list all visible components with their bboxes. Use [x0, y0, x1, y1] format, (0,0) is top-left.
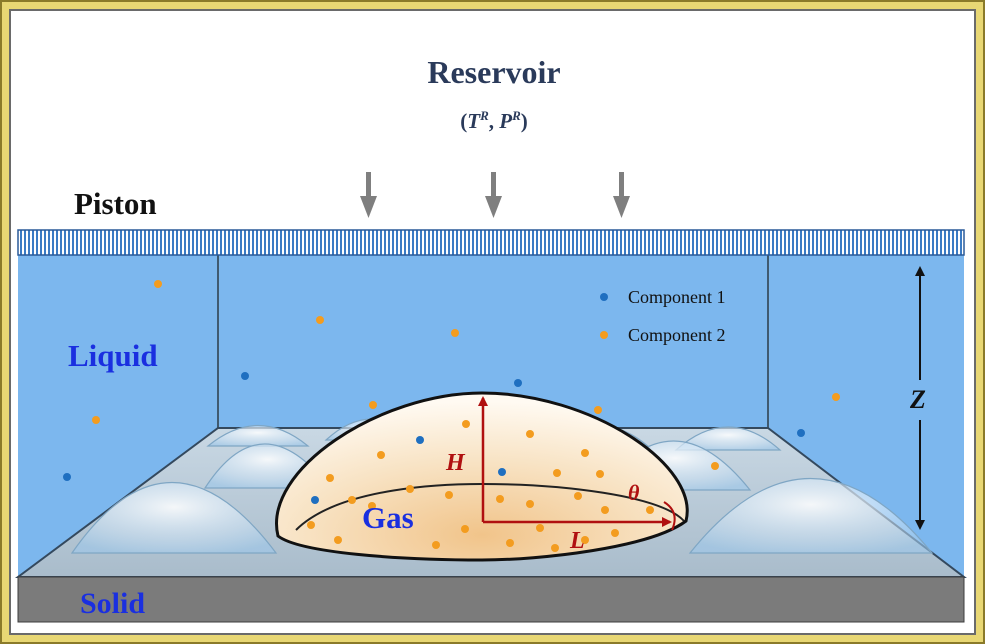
reservoir-superscript: R [479, 108, 489, 123]
reservoir-label: Reservoir [427, 54, 560, 90]
particles-component-2 [92, 280, 840, 552]
solid-label: Solid [80, 587, 145, 620]
contact-angle-arc [663, 501, 676, 531]
legend-label-component-2: Component 2 [628, 325, 726, 345]
legend: Component 1 Component 2 [600, 287, 726, 345]
legend-marker-component-2 [600, 331, 608, 339]
reservoir-temperature-symbol: T [467, 109, 481, 133]
piston [17, 229, 965, 256]
gas-label: Gas [362, 500, 414, 535]
pressure-arrow [613, 172, 630, 218]
pressure-arrow [485, 172, 502, 218]
droplet-front [70, 481, 278, 554]
solid-base [17, 576, 965, 623]
legend-marker-component-1 [600, 293, 608, 301]
reservoir-pressure-symbol: P [498, 109, 512, 133]
length-label: L [569, 528, 585, 554]
depth-label: Z [909, 385, 926, 414]
pressure-arrow [360, 172, 377, 218]
piston-pressure-arrows [360, 172, 630, 218]
angle-label: θ [628, 480, 640, 505]
droplet-front [688, 478, 934, 554]
droplet-back [674, 426, 782, 451]
reservoir-state-label: (TR, PR) [460, 108, 528, 133]
legend-label-component-1: Component 1 [628, 287, 726, 307]
piston-label: Piston [74, 186, 157, 221]
height-label: H [445, 450, 466, 476]
liquid-label: Liquid [68, 338, 158, 373]
particles-component-1 [63, 372, 805, 504]
droplet-back [206, 425, 310, 447]
reservoir-superscript: R [511, 108, 521, 123]
